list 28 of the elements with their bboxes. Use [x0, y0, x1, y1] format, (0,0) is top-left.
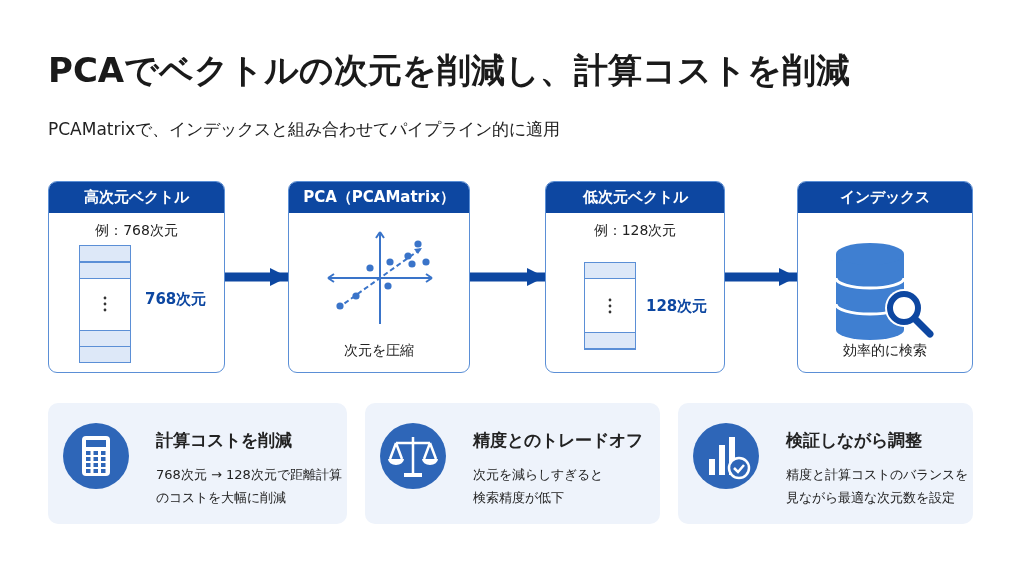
subtitle: PCAMatrixで、インデックスと組み合わせてパイプライン的に適用 — [48, 118, 561, 141]
title: PCAでベクトルの次元を削減し、計算コストを削減 — [48, 49, 851, 92]
card-header: 高次元ベクトル — [49, 182, 224, 213]
card-heading: 検証しながら調整 — [786, 429, 922, 452]
example-text: 例：128次元 — [592, 222, 678, 240]
caption-text: 効率的に検索 — [842, 342, 928, 360]
card-header: インデックス — [798, 182, 972, 213]
info-card — [48, 403, 347, 524]
info-card — [678, 403, 973, 524]
step-card — [797, 181, 973, 373]
dimension-label: 768次元 — [145, 290, 207, 309]
caption-text: 次元を圧縮 — [343, 342, 415, 360]
card-description: 768次元 → 128次元で距離計算のコストを大幅に削減 — [156, 466, 343, 507]
flow-arrow — [470, 268, 545, 286]
card-header: 低次元ベクトル — [546, 182, 724, 213]
info-card — [365, 403, 660, 524]
step-card — [48, 181, 225, 373]
card-heading: 計算コストを削減 — [156, 429, 292, 452]
flow-arrow — [725, 268, 797, 286]
step-card — [545, 181, 725, 373]
card-heading: 精度とのトレードオフ — [473, 429, 643, 452]
step-card — [288, 181, 470, 373]
dimension-label: 128次元 — [646, 297, 708, 316]
card-description: 精度と計算コストのバランスを見ながら最適な次元数を設定 — [786, 466, 969, 507]
example-text: 例：768次元 — [94, 222, 179, 240]
card-header: PCA（PCAMatrix） — [289, 182, 469, 213]
card-description: 次元を減らしすぎると検索精度が低下 — [473, 466, 604, 507]
flow-arrow — [225, 268, 288, 286]
